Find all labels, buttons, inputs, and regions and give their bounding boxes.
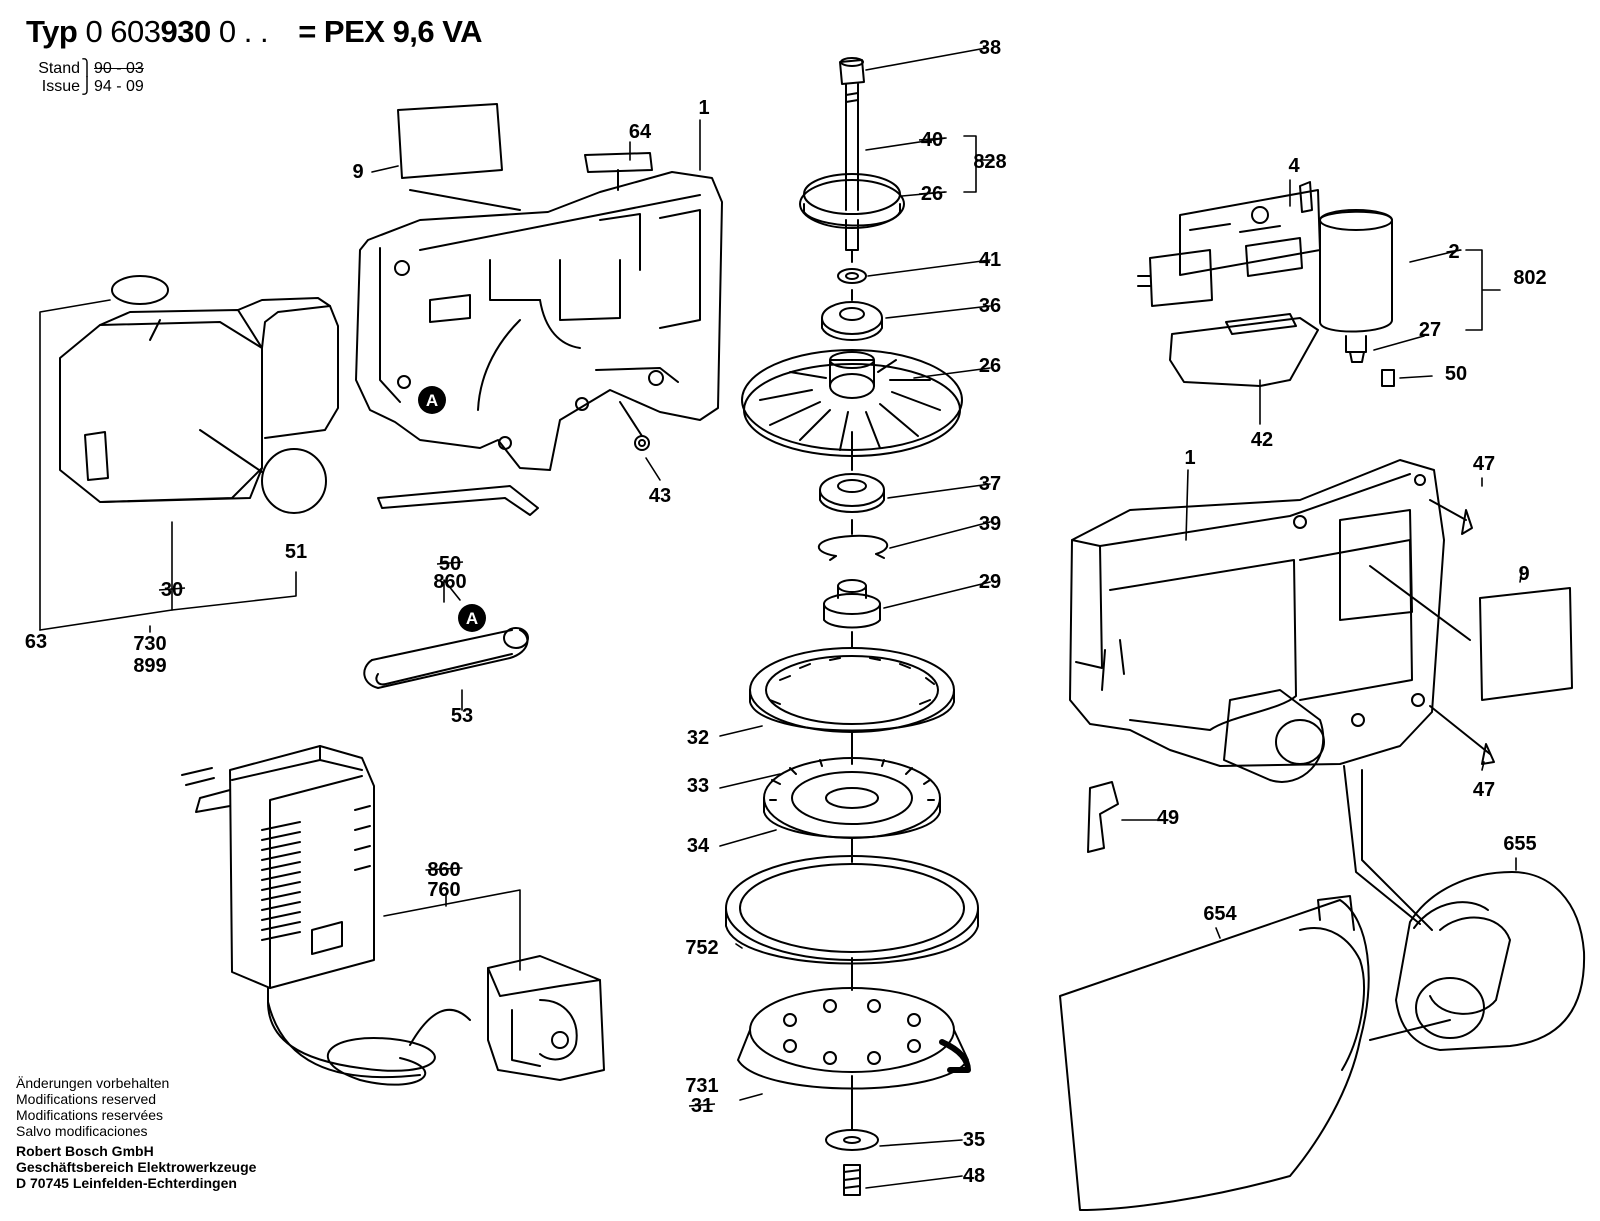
issue-date: 94 - 09: [94, 78, 144, 95]
callout-strike: [425, 867, 463, 871]
part-callout: 50: [439, 553, 461, 575]
revision-dates: Stand ⎫ 90 - 03 Issue ⎭ 94 - 09: [30, 60, 144, 96]
part-callout: 29: [979, 571, 1001, 593]
part-callout: 39: [979, 513, 1001, 535]
document-title: Typ 0 603930 0 . . = PEX 9,6 VA: [26, 14, 483, 50]
dust-bag-drawing: [1059, 765, 1586, 1211]
part-callout: 860: [433, 571, 466, 593]
motor-assembly-drawing: [1137, 181, 1395, 387]
part-callout: 4: [1288, 155, 1300, 177]
part-callout: 9: [1518, 563, 1529, 585]
typ-number-bold: 930: [160, 14, 212, 49]
part-callout: 36: [979, 295, 1001, 317]
part-callout: 48: [963, 1165, 985, 1187]
part-callout: 752: [685, 937, 718, 959]
marker-letter: A: [426, 391, 438, 410]
part-callout: 1: [1184, 447, 1195, 469]
part-callout: 654: [1203, 903, 1237, 925]
part-callout: 49: [1157, 807, 1179, 829]
part-callout: 730: [133, 633, 166, 655]
part-callout: 2: [1448, 241, 1459, 263]
part-callout: 35: [963, 1129, 985, 1151]
part-callout: 33: [687, 775, 709, 797]
part-callout: 860: [427, 859, 460, 881]
leader-lines: [39, 47, 1523, 1189]
company-division: Geschäftsbereich Elektrowerkzeuge: [16, 1159, 257, 1175]
marker-letter: A: [466, 609, 478, 628]
issue-label: Issue: [41, 78, 80, 95]
part-callout: 53: [451, 705, 473, 727]
callout-strike: [158, 587, 186, 591]
company-name: Robert Bosch GmbH: [16, 1143, 154, 1159]
part-callout: 26: [979, 355, 1001, 377]
detail-marker: A: [418, 386, 446, 414]
typ-label: Typ: [26, 14, 78, 49]
part-callout: 899: [133, 655, 166, 677]
typ-number: 0 603: [85, 14, 161, 49]
part-callout: 828: [973, 151, 1006, 173]
stand-label: Stand: [38, 60, 80, 77]
marker-disc: [418, 386, 446, 414]
notice-line-de: Änderungen vorbehalten: [16, 1075, 170, 1091]
part-callout: 31: [691, 1095, 713, 1117]
part-callout: 51: [285, 541, 307, 563]
part-callout: 731: [685, 1075, 718, 1097]
spindle-stack-drawing: [725, 57, 979, 1196]
part-callout: 34: [687, 835, 710, 857]
clip-drawing: [363, 627, 529, 689]
company-address: D 70745 Leinfelden-Echterdingen: [16, 1175, 237, 1191]
housing-half-right-drawing: [1069, 459, 1573, 853]
callout-strike: [1446, 249, 1462, 253]
part-callout: 760: [427, 879, 460, 901]
battery-pack-drawing: [59, 275, 339, 514]
wrench-drawing: [377, 485, 539, 516]
part-callout: 50: [1445, 363, 1467, 385]
part-callout: 32: [687, 727, 709, 749]
housing-half-top-drawing: [355, 103, 723, 471]
part-callout: 42: [1251, 429, 1273, 451]
footer-notes: Änderungen vorbehalten Modifications res…: [16, 1075, 256, 1191]
part-callout: 26: [921, 183, 943, 205]
part-callout: 64: [629, 121, 652, 143]
notice-line-en: Modifications reserved: [16, 1091, 157, 1107]
detail-marker: A: [458, 604, 486, 632]
part-callout: 37: [979, 473, 1001, 495]
callout-strike: [688, 1103, 716, 1107]
callout-strike: [436, 561, 464, 565]
part-callout: 27: [1419, 319, 1441, 341]
notice-line-fr: Modifications reservées: [16, 1107, 164, 1123]
stand-date: 90 - 03: [94, 60, 144, 77]
callout-strike: [918, 191, 946, 195]
typ-suffix: 0 . .: [218, 14, 269, 49]
part-callout: 655: [1503, 833, 1536, 855]
model-name: = PEX 9,6 VA: [298, 14, 483, 49]
part-callout: 63: [25, 631, 47, 653]
part-callout: 1: [698, 97, 709, 119]
part-callout: 41: [979, 249, 1001, 271]
part-callout: 802: [1513, 267, 1546, 289]
part-callout: 43: [649, 485, 671, 507]
part-callout: 9: [352, 161, 363, 183]
callout-strike: [918, 137, 946, 141]
part-callout: 40: [921, 129, 943, 151]
part-callout: 47: [1473, 779, 1495, 801]
marker-disc: [458, 604, 486, 632]
part-callout: 47: [1473, 453, 1495, 475]
part-callout: 38: [979, 37, 1001, 59]
notice-line-es: Salvo modificaciones: [16, 1123, 148, 1139]
charger-drawing: [181, 745, 605, 1086]
part-callout: 30: [161, 579, 183, 601]
